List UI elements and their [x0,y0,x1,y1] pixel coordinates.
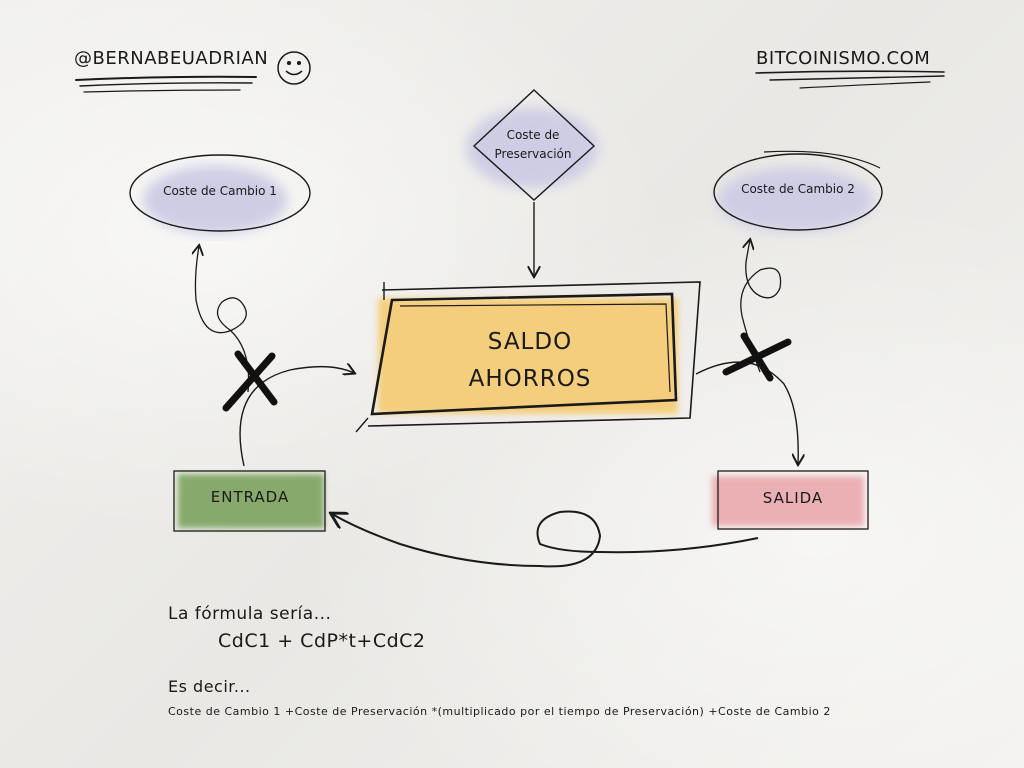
site-name: BITCOINISMO.COM [756,48,931,69]
formula: CdC1 + CdP*t+CdC2 [218,630,426,652]
coste-cambio-1-label: Coste de Cambio 1 [163,184,277,198]
formula-intro: La fórmula sería... [168,604,332,624]
entrada-box [173,470,326,532]
bubble-wash [717,168,873,232]
author-handle: @BERNABEUADRIAN [74,48,269,69]
salida-box [712,470,869,530]
coste-cambio-1-bubble [129,154,311,234]
salida-label: SALIDA [762,489,824,507]
cross-mark-right [722,332,792,382]
saldo-line1: SALDO [487,329,573,355]
salida-wash [712,476,864,526]
handle-underline [75,75,257,93]
formula-explanation: Coste de Cambio 1 +Coste de Preservación… [168,705,831,718]
es-decir-label: Es decir... [168,677,251,696]
site-underline [755,70,945,89]
saldo-ahorros-label: SALDO AHORROS [420,324,640,398]
saldo-to-salida-arrow [695,361,798,464]
coste-preservacion-label: Coste de Preservación [478,126,588,164]
coste-preservacion-diamond [466,89,598,201]
entrada-label: ENTRADA [210,488,290,506]
saldo-line2: AHORROS [468,366,592,392]
saldo-ahorros-box [355,281,701,433]
coste-cambio-2-label: Coste de Cambio 2 [741,182,855,196]
entrada-wash [178,474,324,528]
cambio-2-loop-arrow [740,240,782,373]
coste-cambio-2-bubble [713,150,883,232]
saldo-wash [378,298,678,414]
cambio-1-loop-arrow [195,246,250,393]
salida-to-entrada-arrow [332,510,759,568]
cross-mark-left [222,350,278,412]
bubble-wash [143,166,287,234]
entrada-to-saldo-arrow [239,367,354,467]
coste-preservacion-line2: Preservación [494,147,572,161]
smiley-icon [277,51,311,85]
coste-preservacion-line1: Coste de [506,128,560,142]
